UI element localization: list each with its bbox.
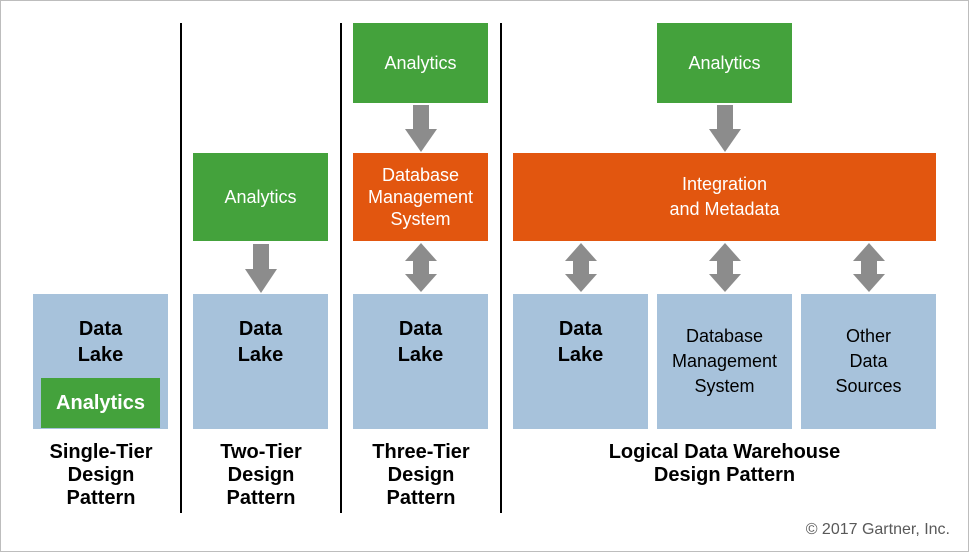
divider-line [500,23,502,513]
single-tier-analytics-box: Analytics [41,378,160,428]
other-sources-label: Other Data Sources [835,326,902,396]
three-tier-analytics-box: Analytics [353,23,488,103]
down-arrow [405,105,437,152]
three-tier-dbms-box: Database Management System [353,153,488,241]
integration-label: Integration and Metadata [669,174,780,219]
data-lake-label: Data Lake [397,318,444,366]
double-arrow [709,243,741,292]
analytics-label: Analytics [56,391,145,414]
divider-line [180,23,182,513]
three-tier-data-lake-box: Data Lake [353,294,488,429]
copyright-text: © 2017 Gartner, Inc. [805,521,950,538]
ldw-caption: Logical Data Warehouse Design Pattern [608,441,841,486]
data-lake-label: Data Lake [77,318,124,366]
double-arrow [565,243,597,292]
double-arrow [853,243,885,292]
ldw-integration-box: Integration and Metadata [513,153,936,241]
single-tier-caption: Single-Tier Design Pattern [49,441,153,509]
analytics-label: Analytics [384,52,457,73]
dbms-label: Database Management System [671,326,778,396]
data-lake-label: Data Lake [557,318,604,366]
two-tier-analytics-box: Analytics [193,153,328,241]
ldw-dbms-box: Database Management System [657,294,792,429]
dbms-label: Database Management System [367,165,474,229]
ldw-analytics-box: Analytics [657,23,792,103]
analytics-label: Analytics [224,186,297,207]
two-tier-data-lake-box: Data Lake [193,294,328,429]
ldw-data-lake-box: Data Lake [513,294,648,429]
down-arrow [245,244,277,293]
down-arrow [709,105,741,152]
analytics-label: Analytics [688,52,761,73]
divider-line [340,23,342,513]
three-tier-caption: Three-Tier Design Pattern [372,441,470,509]
double-arrow [405,243,437,292]
ldw-other-sources-box: Other Data Sources [801,294,936,429]
data-lake-label: Data Lake [237,318,284,366]
two-tier-caption: Two-Tier Design Pattern [220,441,302,509]
